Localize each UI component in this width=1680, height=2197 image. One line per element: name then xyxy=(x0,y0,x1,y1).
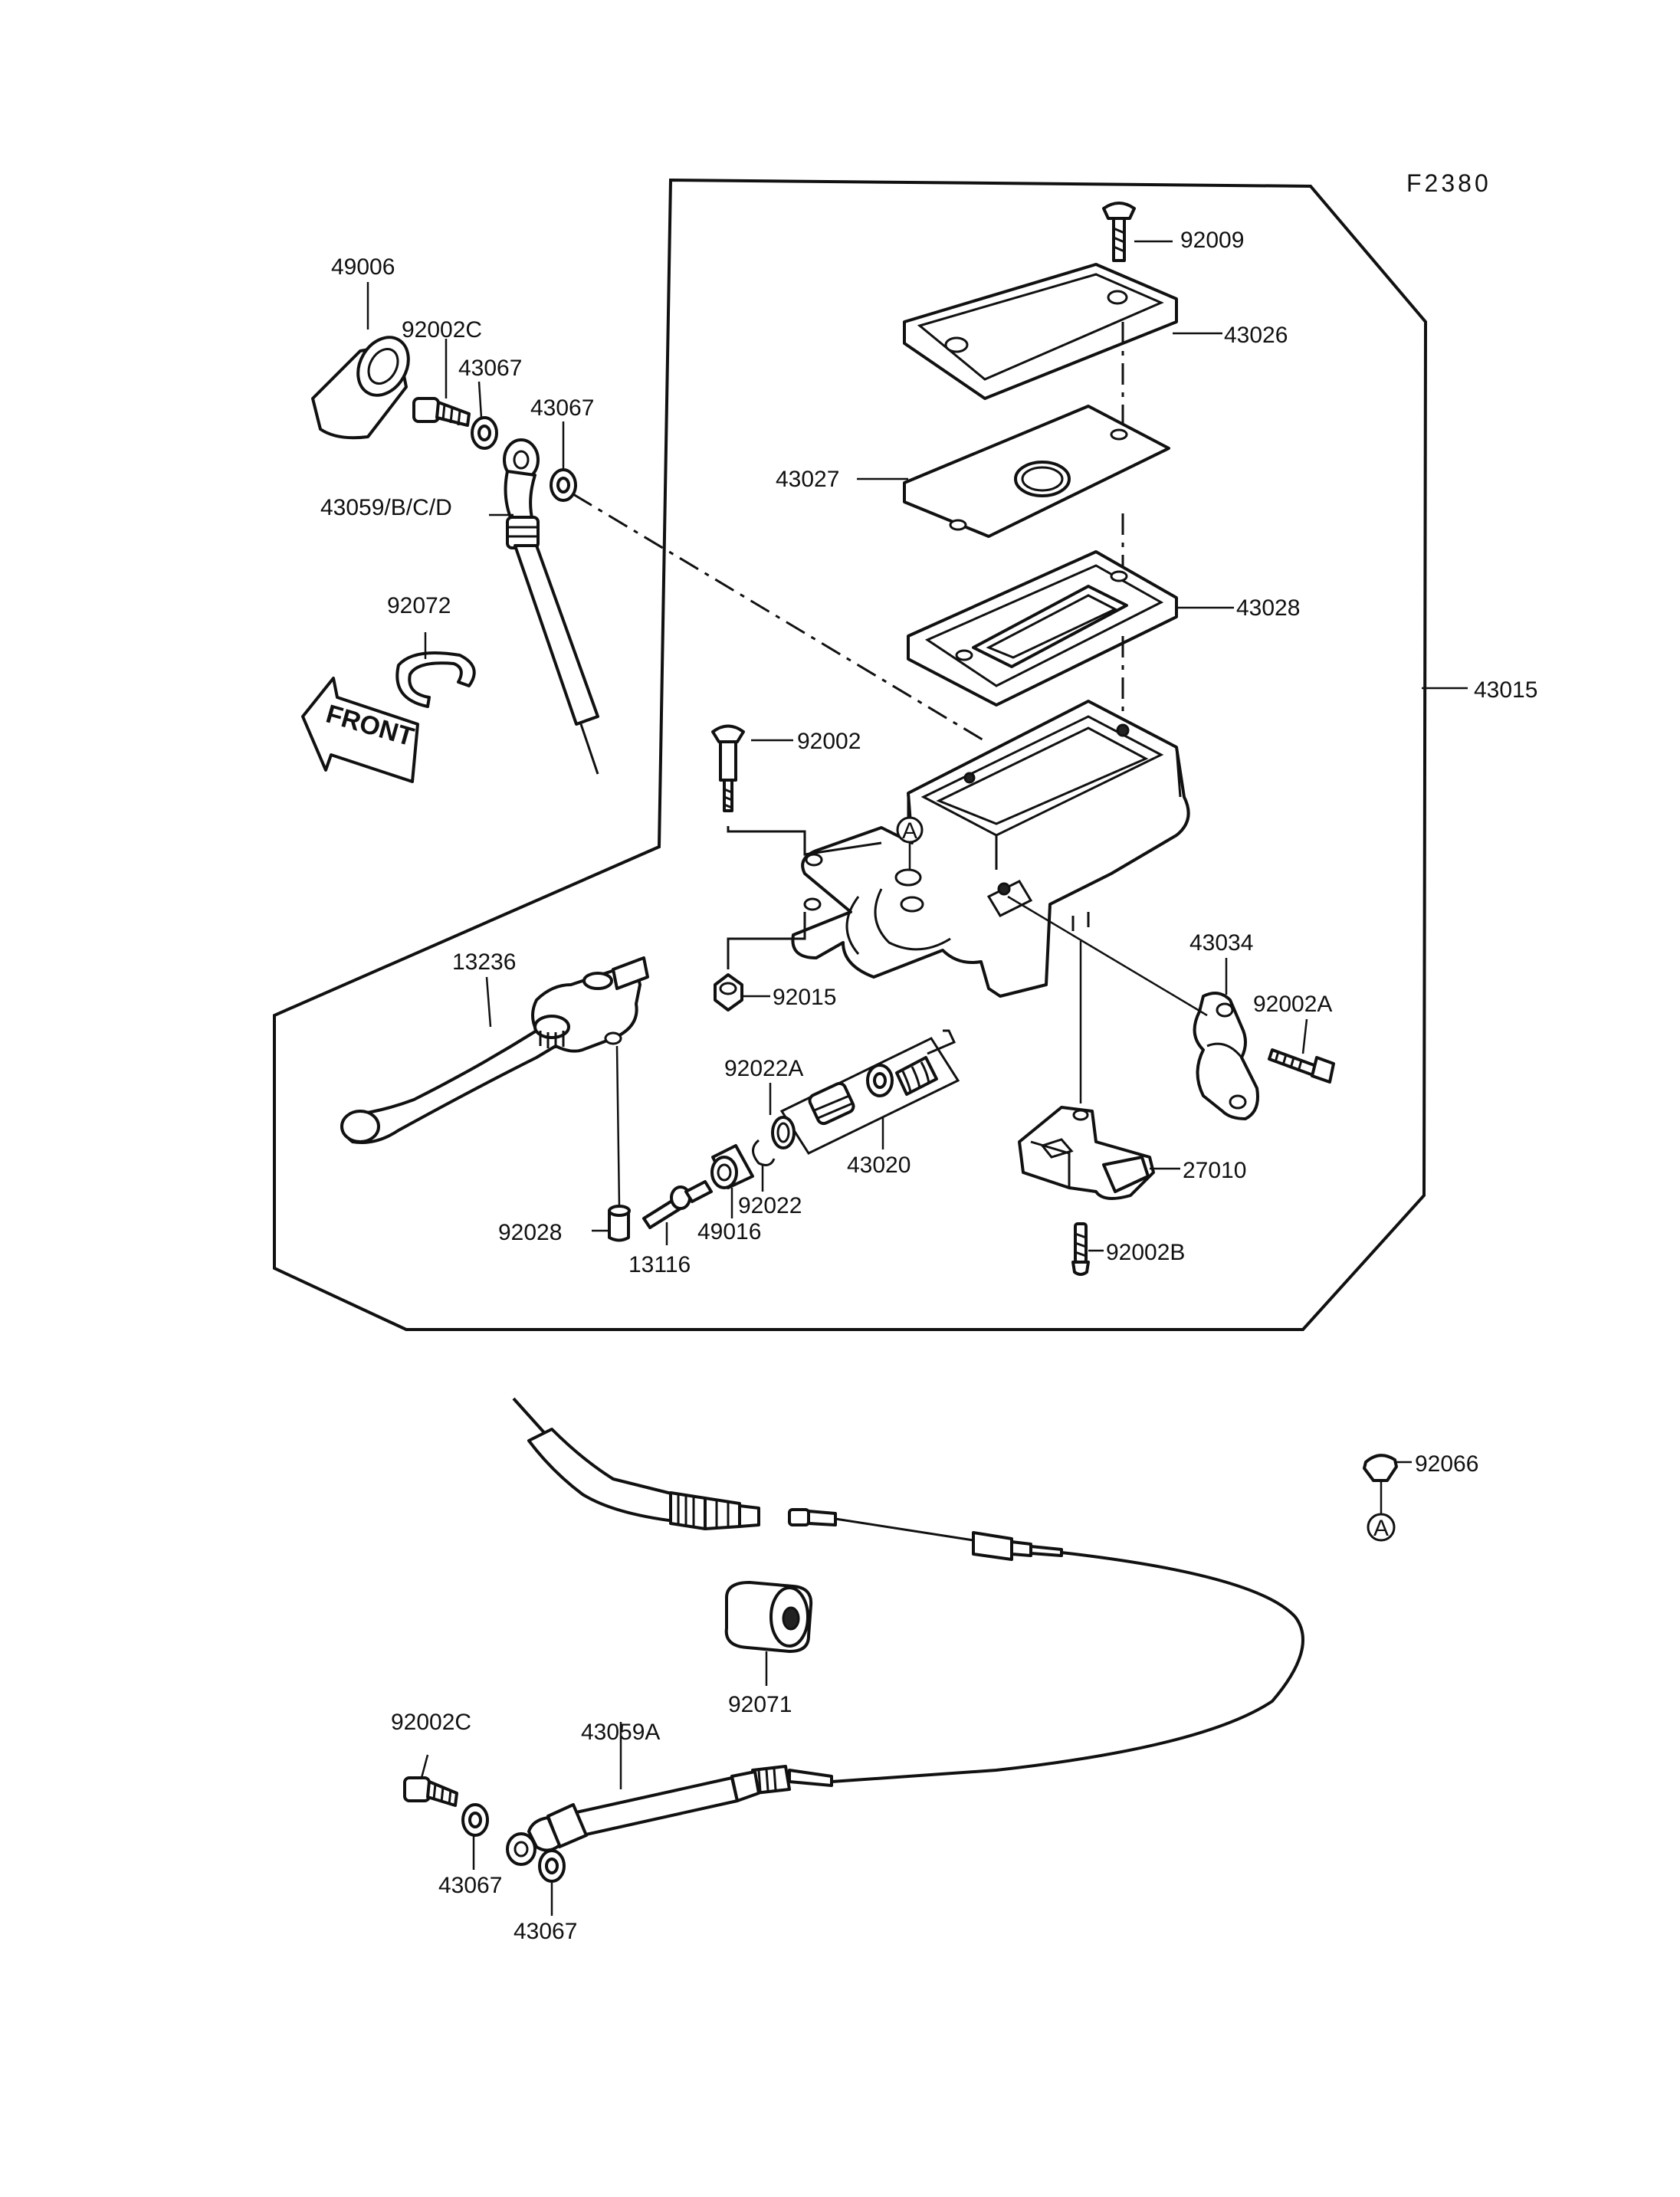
handlebar-clamp xyxy=(1193,992,1259,1120)
reservoir-plug xyxy=(1363,1454,1398,1513)
push-rod xyxy=(642,1180,713,1229)
clutch-hose-43059A xyxy=(506,1765,833,1866)
marker-a-plug: A xyxy=(1367,1513,1396,1542)
bolt-bracket-line xyxy=(727,826,882,856)
label-92009: 92009 xyxy=(1180,228,1244,253)
label-43015: 43015 xyxy=(1474,677,1537,703)
lever-pin-line xyxy=(615,1045,621,1208)
label-92015: 92015 xyxy=(773,985,836,1010)
washer-43067-d xyxy=(538,1849,566,1883)
reservoir-diaphragm xyxy=(907,550,1178,707)
lever-pin xyxy=(608,1205,631,1242)
dust-boot xyxy=(710,1144,754,1189)
label-92002: 92002 xyxy=(797,729,861,754)
label-43028: 43028 xyxy=(1236,595,1300,621)
washer-43067-c xyxy=(461,1803,489,1837)
clamp-bolt xyxy=(711,724,745,812)
label-43034: 43034 xyxy=(1189,930,1253,956)
label-92066: 92066 xyxy=(1415,1451,1478,1477)
piston-assembly xyxy=(779,1029,960,1155)
part-labels: 49006 92002C 43067 43067 43059/B/C/D 920… xyxy=(320,228,1537,1944)
assembly-frame xyxy=(273,178,1428,1331)
clamp-bolt-92002A xyxy=(1268,1048,1335,1084)
label-92002C-bottom: 92002C xyxy=(391,1710,471,1735)
label-43067-d: 43067 xyxy=(514,1919,577,1944)
clutch-switch xyxy=(1018,941,1155,1200)
label-43067-b: 43067 xyxy=(530,395,594,421)
push-cable xyxy=(788,1508,1304,1783)
switch-screw xyxy=(1071,1222,1090,1276)
leader-lines xyxy=(366,240,1468,1916)
nut-bracket-line xyxy=(727,912,806,969)
front-direction-arrow: FRONT xyxy=(301,677,419,783)
clutch-hose-upper xyxy=(503,438,599,775)
washer-43067-a xyxy=(471,416,498,450)
label-49016: 49016 xyxy=(697,1219,761,1244)
label-92002A: 92002A xyxy=(1253,992,1332,1017)
marker-a-body: A xyxy=(896,816,924,870)
label-92028: 92028 xyxy=(498,1220,562,1245)
label-92072: 92072 xyxy=(387,593,451,618)
svg-text:A: A xyxy=(1373,1516,1389,1541)
label-92071: 92071 xyxy=(728,1692,792,1717)
hose-connection-line xyxy=(573,493,989,745)
label-92002C-top: 92002C xyxy=(402,317,482,343)
hose-fitting-cover xyxy=(311,336,410,440)
circlip-92022A xyxy=(771,1116,796,1149)
label-43026: 43026 xyxy=(1224,323,1288,348)
clutch-lever xyxy=(340,956,649,1144)
banjo-bolt-bottom xyxy=(403,1776,458,1807)
label-92002B: 92002B xyxy=(1106,1240,1185,1265)
diagram-ref-code: F2380 xyxy=(1406,169,1491,197)
reservoir-plate xyxy=(903,405,1170,538)
label-92022: 92022 xyxy=(738,1193,802,1218)
clamp-nut xyxy=(714,973,743,1012)
label-92022A: 92022A xyxy=(724,1056,803,1081)
svg-text:A: A xyxy=(902,818,917,844)
washer-92022 xyxy=(752,1139,776,1166)
label-43020: 43020 xyxy=(847,1153,911,1178)
label-43067-c: 43067 xyxy=(438,1873,502,1898)
banjo-bolt-top xyxy=(412,397,471,427)
label-27010: 27010 xyxy=(1183,1158,1246,1183)
label-13116: 13116 xyxy=(628,1252,691,1277)
label-43059BCD: 43059/B/C/D xyxy=(320,495,452,520)
clamp-align-line xyxy=(1007,895,1208,1017)
label-49006: 49006 xyxy=(331,254,395,280)
label-43067-a: 43067 xyxy=(458,356,522,381)
cable-grommet xyxy=(724,1581,813,1686)
washer-43067-b xyxy=(550,468,577,502)
clutch-hose-lower xyxy=(512,1397,760,1530)
label-13236: 13236 xyxy=(452,949,516,975)
reservoir-cap xyxy=(903,263,1178,400)
clamp-ring xyxy=(395,651,476,708)
reservoir-screw xyxy=(1102,202,1136,262)
label-43027: 43027 xyxy=(776,467,839,492)
label-43059A: 43059A xyxy=(581,1720,660,1745)
